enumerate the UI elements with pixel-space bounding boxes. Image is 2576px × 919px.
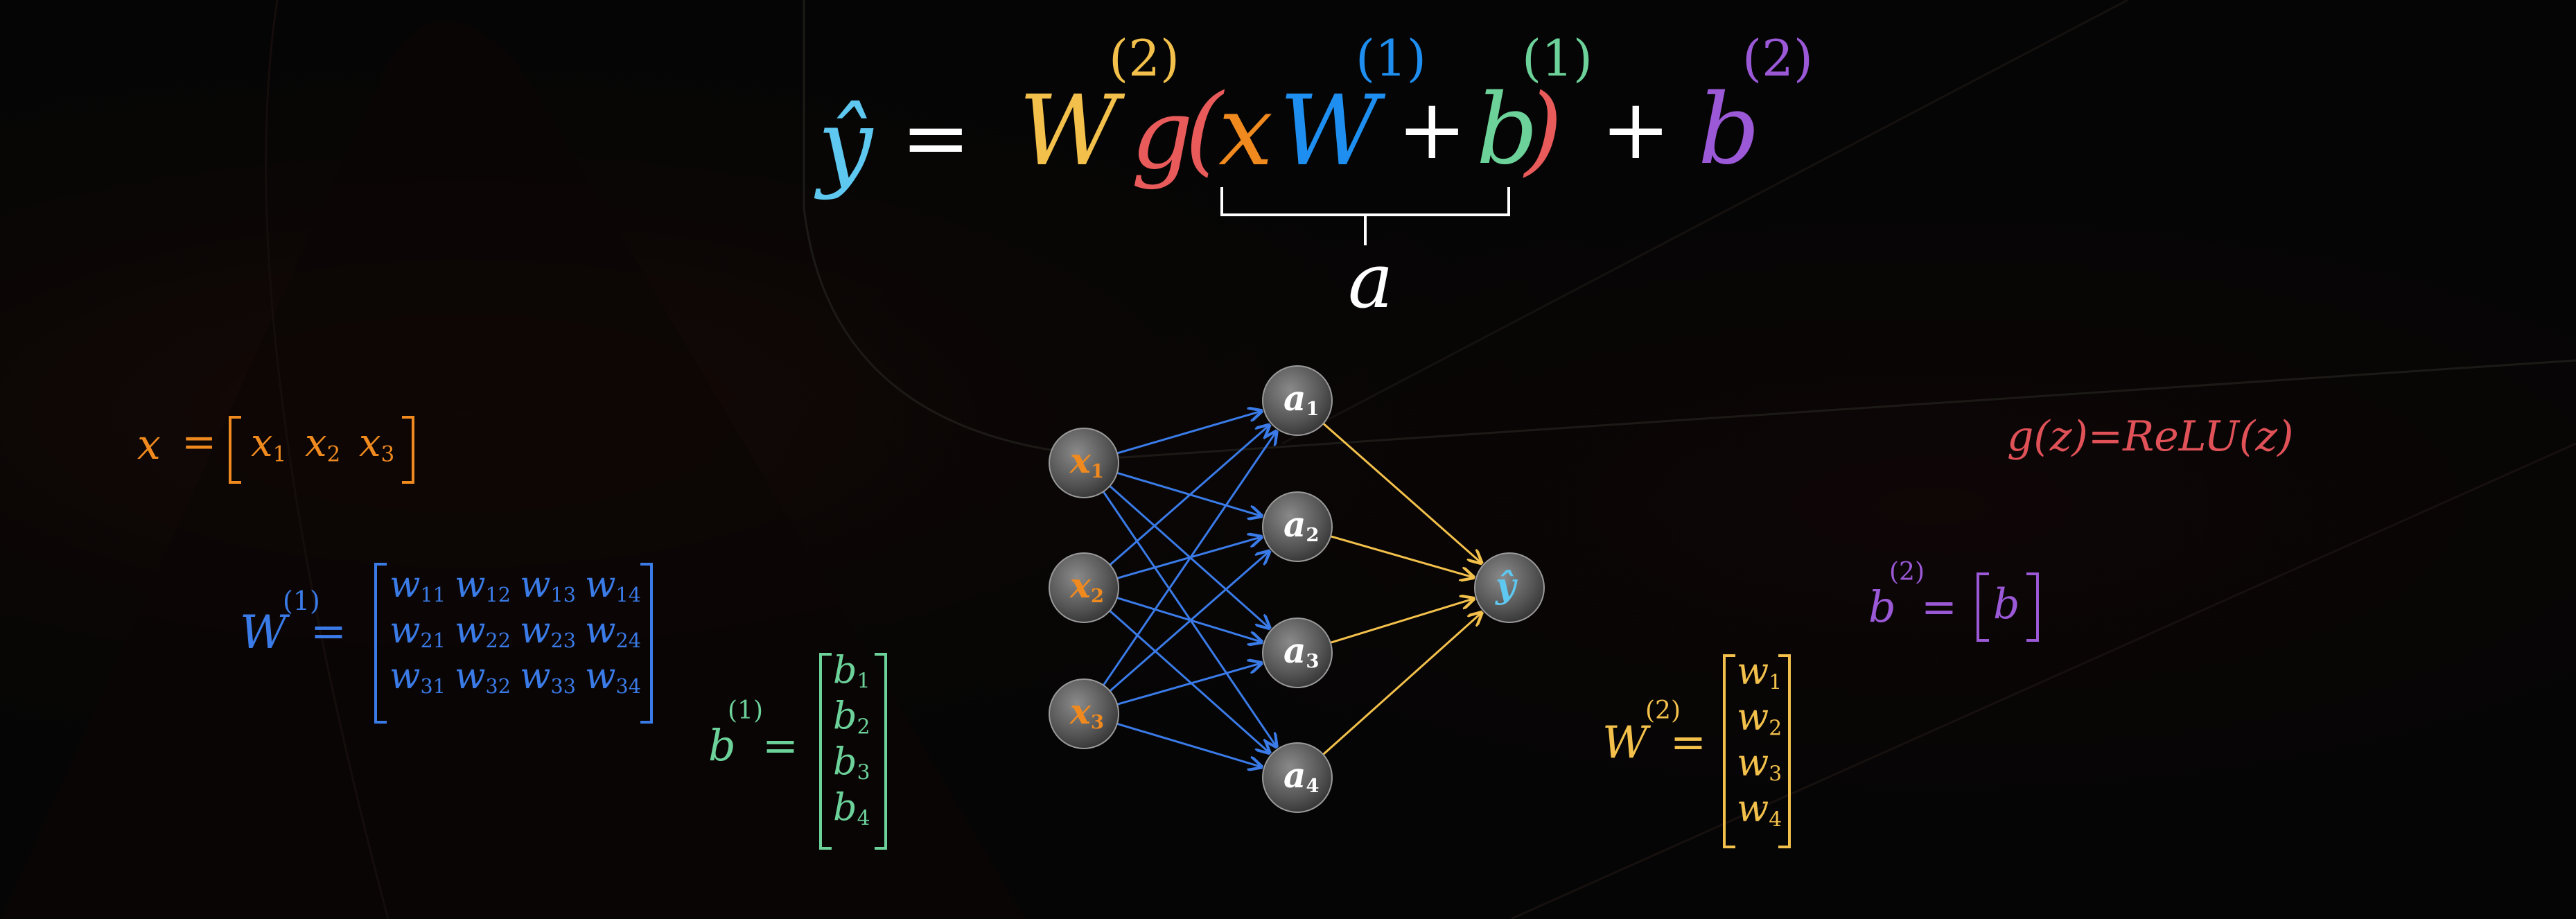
b1-vector-right-bracket	[875, 653, 887, 850]
w2-vector-left-bracket	[1723, 654, 1735, 848]
b1-vector-cell: b4	[833, 785, 870, 831]
input-2-label: x2	[1070, 565, 1104, 607]
network-edge	[1102, 432, 1276, 686]
w2-vector-cell: w3	[1737, 741, 1782, 787]
w2-vector-lhs: W	[1602, 717, 1648, 769]
formula-open-paren: (	[1185, 73, 1223, 186]
x-vector-lhs: x	[137, 421, 161, 469]
w1-matrix-cell: w13	[520, 564, 576, 607]
w1-matrix-cell: w11	[389, 564, 446, 607]
network-edge	[1116, 597, 1262, 642]
input-1-label: x1	[1070, 440, 1104, 482]
x-vector-left-bracket	[229, 416, 241, 484]
w1-matrix-cell: w12	[455, 564, 511, 607]
w1-matrix-cell: w22	[455, 610, 511, 653]
w1-matrix-cell: w32	[455, 656, 511, 699]
formula-W2: W	[1019, 75, 1119, 188]
network-edge	[1330, 599, 1474, 644]
output-node	[1474, 552, 1545, 623]
b2-vector-lhs: b	[1868, 581, 1896, 632]
network-edge	[1109, 426, 1270, 566]
hidden-3-node	[1262, 618, 1333, 688]
w2-vector-cell: w1	[1737, 649, 1782, 695]
w1-matrix-cell: w34	[585, 656, 641, 699]
b1-vector-superscript: (1)	[728, 697, 763, 725]
x-vector-item: x3	[359, 421, 395, 467]
input-3-node	[1049, 679, 1119, 749]
formula-W1: W	[1279, 75, 1379, 188]
x-vector-equals: =	[182, 418, 217, 466]
underbrace-label-a: a	[1348, 236, 1394, 325]
network-nodes	[1049, 365, 1545, 813]
b2-vector-item: b	[1993, 580, 2020, 629]
w2-vector-cell: w2	[1737, 695, 1782, 741]
b1-vector-lhs: b	[708, 720, 736, 771]
b2-vector-right-bracket	[2026, 572, 2039, 642]
b1-vector-equals: =	[762, 720, 798, 771]
formula-close-paren: )	[1525, 73, 1563, 186]
formula-x: x	[1218, 75, 1273, 188]
b1-vector-cell: b2	[833, 694, 870, 739]
b2-vector-superscript: (2)	[1889, 558, 1925, 586]
w2-vector-superscript: (2)	[1645, 697, 1681, 725]
formula-b2: b	[1698, 73, 1760, 186]
hidden-1-label: a1	[1283, 378, 1320, 420]
input-2-node	[1049, 552, 1119, 623]
network-edge	[1116, 663, 1261, 706]
w1-matrix-cell: w14	[585, 564, 641, 607]
hidden-2-node	[1262, 491, 1333, 562]
hidden-4-label: a4	[1283, 755, 1320, 797]
x-vector-right-bracket	[402, 416, 414, 484]
w1-matrix-equals: =	[310, 606, 347, 656]
network-edge	[1109, 552, 1270, 692]
formula-W2-superscript: (2)	[1109, 29, 1180, 87]
w1-matrix-superscript: (1)	[283, 586, 320, 616]
w1-matrix-cell: w31	[389, 656, 446, 699]
w1-matrix-cell: w23	[520, 610, 576, 653]
w1-matrix-left-bracket	[374, 563, 387, 724]
network-edge	[1322, 613, 1482, 755]
w2-vector-right-bracket	[1778, 654, 1791, 848]
network-edge	[1330, 535, 1473, 577]
formula-b1-superscript: (1)	[1522, 29, 1593, 87]
formula-W1-superscript: (1)	[1356, 29, 1426, 87]
input-3-label: x3	[1070, 691, 1104, 733]
b2-vector-left-bracket	[1977, 572, 1989, 642]
input-1-node	[1049, 428, 1119, 498]
formula-underbrace	[1220, 187, 1510, 245]
formula-yhat: ŷ	[818, 89, 873, 202]
formula-b1: b	[1476, 73, 1539, 186]
b1-vector-cell: b1	[833, 648, 870, 694]
w1-matrix-cell: w33	[520, 656, 576, 699]
network-edge	[1109, 610, 1269, 753]
hidden-2-label: a2	[1283, 504, 1320, 546]
w1-matrix-cell: w21	[389, 610, 446, 653]
x-vector-item: x2	[305, 421, 341, 467]
network-edge	[1116, 411, 1261, 455]
activation-definition: g(z)=ReLU(z)	[2007, 412, 2294, 461]
network-edge	[1116, 722, 1261, 767]
formula-equals: =	[901, 90, 971, 186]
output-label: ŷ	[1496, 565, 1516, 606]
formula-g: g	[1131, 78, 1193, 191]
x-vector-item: x1	[251, 421, 287, 467]
hidden-4-node	[1262, 742, 1333, 813]
w2-vector-equals: =	[1670, 717, 1706, 767]
formula-plus-2: +	[1601, 82, 1671, 178]
formula-b2-superscript: (2)	[1742, 29, 1813, 87]
b1-vector-left-bracket	[819, 653, 832, 850]
w1-matrix-cell: w24	[585, 610, 641, 653]
b2-vector-equals: =	[1921, 581, 1957, 632]
network-edges	[1102, 411, 1482, 767]
hidden-1-node	[1262, 365, 1333, 436]
w1-matrix-lhs: W	[240, 606, 287, 659]
b1-vector-cell: b3	[833, 739, 870, 785]
formula-plus-1: +	[1397, 82, 1467, 178]
w2-vector-cell: w4	[1737, 787, 1782, 832]
network-edge	[1322, 422, 1481, 563]
hidden-3-label: a3	[1283, 630, 1320, 672]
w1-matrix-right-bracket	[640, 563, 653, 724]
